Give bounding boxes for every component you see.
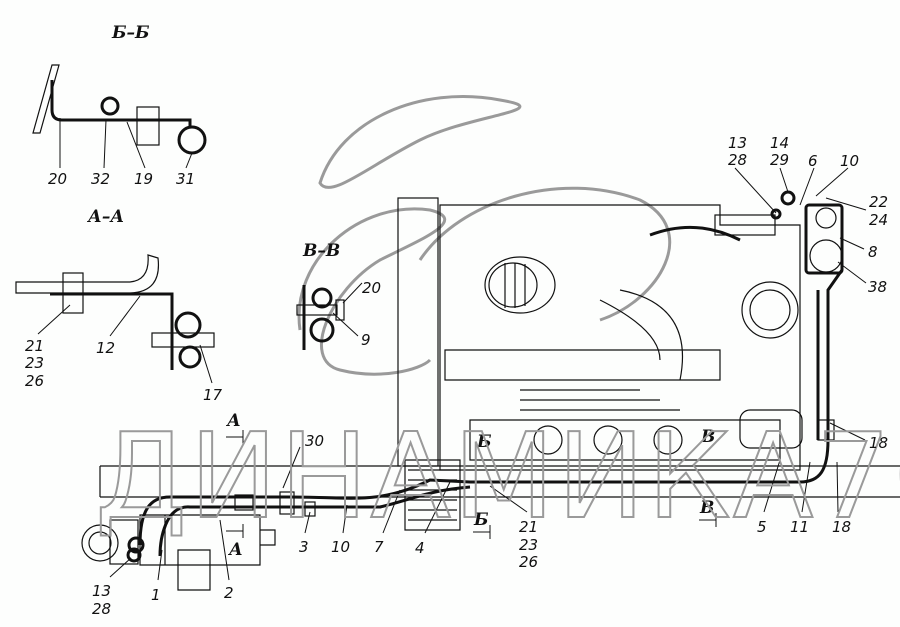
callout-6: 6 bbox=[808, 152, 818, 170]
section-bb-view: Б–Б 20 32 19 31 bbox=[32, 23, 207, 188]
marker-a-top: А bbox=[225, 411, 241, 431]
callout-13: 13 bbox=[92, 582, 111, 600]
callout-21: 21 bbox=[25, 337, 44, 355]
callout-5: 5 bbox=[757, 518, 767, 536]
callout-28: 28 bbox=[728, 151, 747, 169]
callout-30: 30 bbox=[305, 432, 324, 450]
section-vv-view: В–В 20 9 bbox=[296, 241, 381, 350]
callout-7: 7 bbox=[374, 538, 384, 556]
callout-22: 22 bbox=[869, 193, 888, 211]
callout-19: 19 bbox=[134, 170, 153, 188]
callout-4: 4 bbox=[415, 539, 425, 557]
callout-8: 8 bbox=[868, 243, 878, 261]
callout-23: 23 bbox=[519, 536, 538, 554]
callout-31: 31 bbox=[176, 170, 195, 188]
engine-drawing bbox=[81, 167, 900, 591]
callout-20: 20 bbox=[48, 170, 67, 188]
section-aa-view: А–А 21 23 26 12 17 bbox=[15, 207, 223, 404]
callout-23: 23 bbox=[25, 354, 44, 372]
callout-24: 24 bbox=[869, 211, 888, 229]
callouts-bottom: 30 3 10 7 4 13 28 1 2 21 23 26 5 11 18 1… bbox=[92, 432, 888, 618]
callout-13: 13 bbox=[728, 134, 747, 152]
callouts-top-right: 13 28 14 29 6 10 22 24 8 38 bbox=[728, 134, 888, 296]
callout-10: 10 bbox=[331, 538, 350, 556]
section-aa-title: А–А bbox=[86, 207, 124, 227]
callout-18: 18 bbox=[869, 434, 888, 452]
section-markers: А А Б Б В В bbox=[225, 411, 717, 560]
watermark-logo bbox=[297, 95, 672, 376]
marker-b-bottom: Б bbox=[473, 510, 489, 530]
callout-32: 32 bbox=[91, 170, 110, 188]
marker-v-top: В bbox=[700, 427, 715, 447]
callout-29: 29 bbox=[770, 151, 789, 169]
callout-17: 17 bbox=[203, 386, 223, 404]
callout-9: 9 bbox=[361, 331, 371, 349]
callout-3: 3 bbox=[299, 538, 309, 556]
callout-38: 38 bbox=[868, 278, 887, 296]
callout-26: 26 bbox=[519, 553, 538, 571]
callout-21: 21 bbox=[519, 518, 538, 536]
callout-14: 14 bbox=[770, 134, 789, 152]
callout-18: 18 bbox=[832, 518, 851, 536]
section-bb-title: Б–Б bbox=[111, 23, 150, 43]
callout-12: 12 bbox=[96, 339, 115, 357]
marker-v-bottom: В bbox=[699, 498, 714, 518]
callout-1: 1 bbox=[151, 586, 161, 604]
marker-b-top: Б bbox=[476, 432, 492, 452]
marker-a-bottom: А bbox=[227, 540, 243, 560]
section-vv-title: В–В bbox=[302, 241, 340, 261]
callout-28: 28 bbox=[92, 600, 111, 618]
callout-11: 11 bbox=[790, 518, 809, 536]
callout-26: 26 bbox=[25, 372, 44, 390]
watermark-text: ДИНАМИКА76 bbox=[95, 407, 900, 545]
callout-2: 2 bbox=[224, 584, 234, 602]
callout-10: 10 bbox=[840, 152, 859, 170]
callout-20: 20 bbox=[362, 279, 381, 297]
